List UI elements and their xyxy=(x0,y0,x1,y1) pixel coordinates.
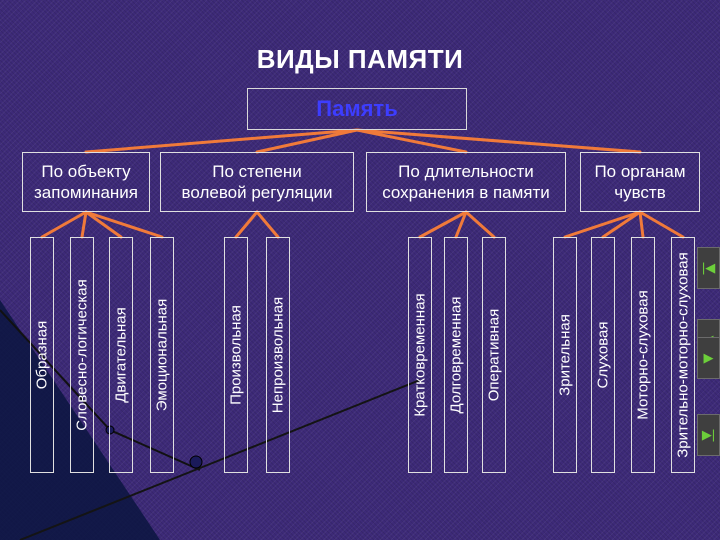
category-by-object: По объекту запоминания xyxy=(22,152,150,212)
leaf-short-term: Кратковременная xyxy=(408,237,432,473)
next-slide-button[interactable]: ▶ xyxy=(697,337,720,379)
leaf-emotional: Эмоциональная xyxy=(150,237,174,473)
leaf-motor-auditory: Моторно-слуховая xyxy=(631,237,655,473)
page-title: ВИДЫ ПАМЯТИ xyxy=(256,44,464,74)
last-slide-button[interactable]: ▶| xyxy=(697,414,720,456)
first-slide-icon: |◀ xyxy=(701,260,716,275)
leaf-operative: Оперативная xyxy=(482,237,506,473)
category-by-duration: По длительности сохранения в памяти xyxy=(366,152,566,212)
root-node: Память xyxy=(247,88,467,130)
category-by-senses: По органам чувств xyxy=(580,152,700,212)
first-slide-button[interactable]: |◀ xyxy=(697,247,720,289)
last-slide-icon: ▶| xyxy=(701,427,716,442)
leaf-auditory: Слуховая xyxy=(591,237,615,473)
leaf-visual: Зрительная xyxy=(553,237,577,473)
next-slide-icon: ▶ xyxy=(703,350,714,365)
leaf-figurative: Образная xyxy=(30,237,54,473)
leaf-motor: Двигательная xyxy=(109,237,133,473)
leaf-involuntary: Непроизвольная xyxy=(266,237,290,473)
leaf-visual-motor-auditory: Зрительно-моторно-слуховая xyxy=(671,237,695,473)
leaf-voluntary: Произвольная xyxy=(224,237,248,473)
leaf-long-term: Долговременная xyxy=(444,237,468,473)
leaf-verbal-logical: Словесно-логическая xyxy=(70,237,94,473)
category-by-volition: По степени волевой регуляции xyxy=(160,152,354,212)
